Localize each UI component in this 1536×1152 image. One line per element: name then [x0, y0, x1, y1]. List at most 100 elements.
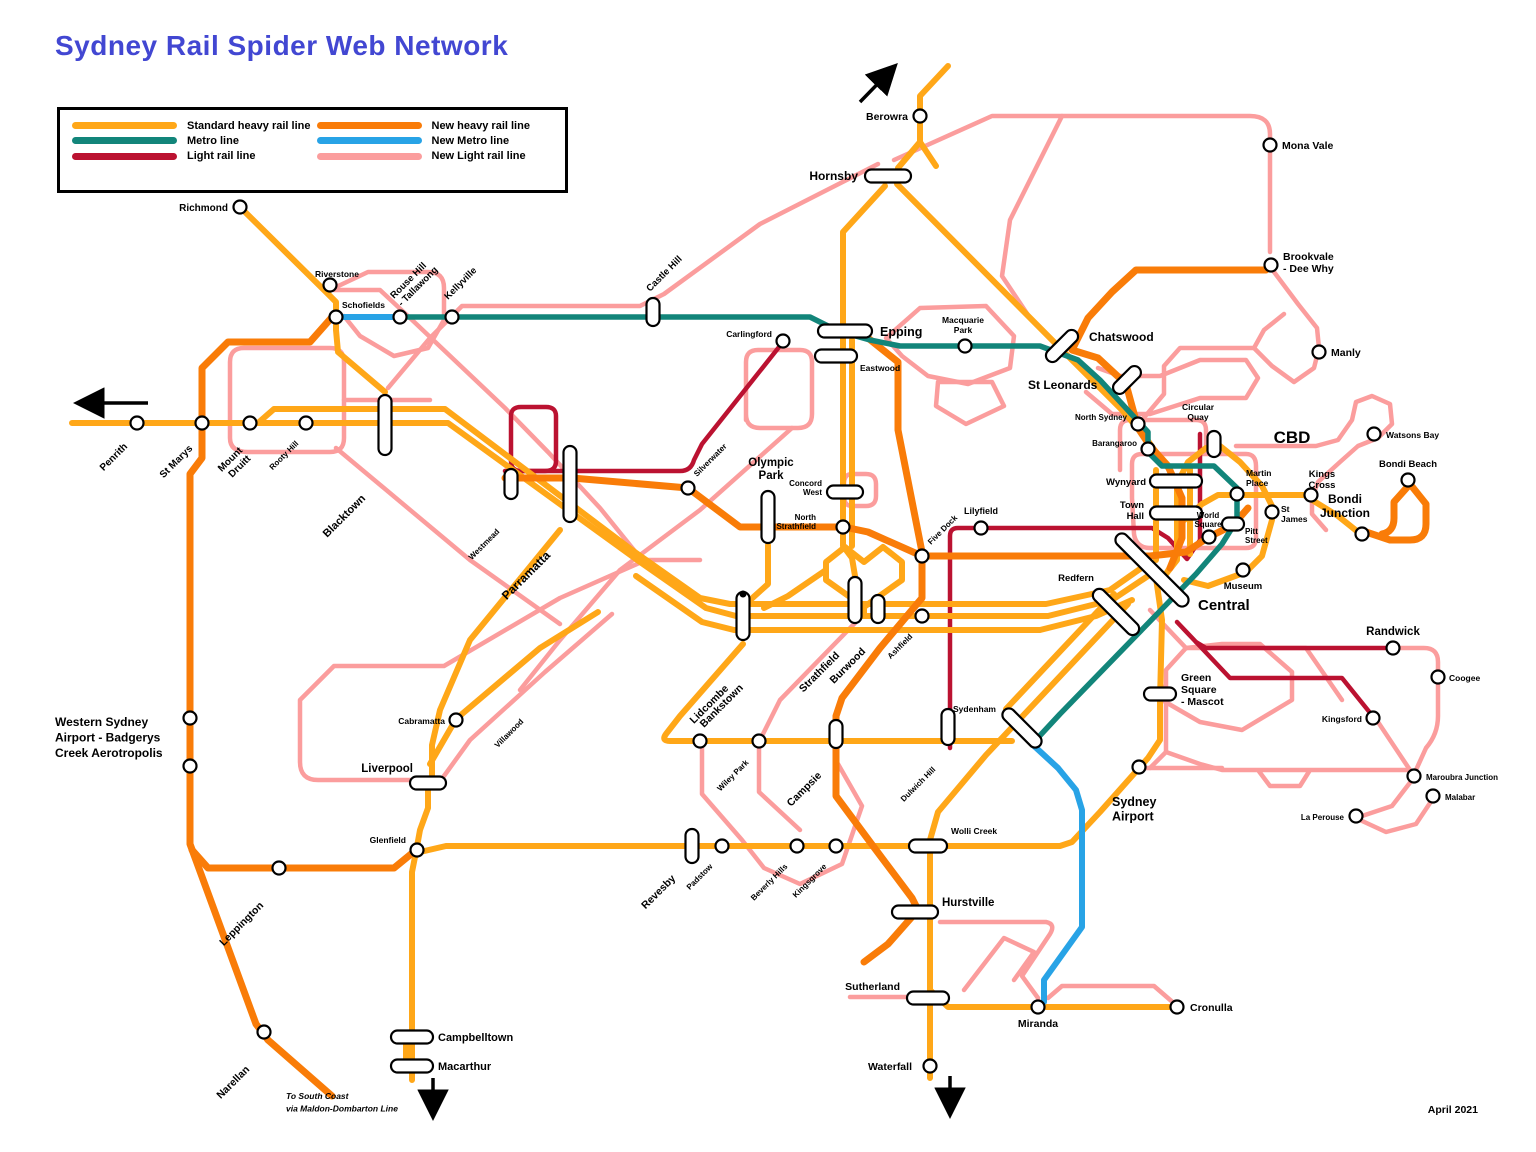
station-berowra: [912, 108, 928, 124]
station-bondi-beach: [1400, 472, 1416, 488]
station-kingsgrove: [828, 838, 844, 854]
station-central: [1114, 532, 1190, 608]
station-label-narellan: Narellan: [214, 1064, 252, 1102]
station-burwood: [870, 593, 886, 625]
station-narellan: [256, 1024, 272, 1040]
station-concord-west: [825, 484, 865, 500]
line-pink-blacktown-loop: [227, 345, 347, 455]
station-label-brookvale-dee-why: Brookvale- Dee Why: [1283, 251, 1334, 275]
station-mona-vale: [1262, 137, 1278, 153]
line-pink-cronulla-loop: [1045, 983, 1179, 1008]
line-newheavy-epping-branch: [864, 334, 926, 556]
station-label-cabramatta: Cabramatta: [398, 716, 445, 726]
station-label-mona-vale: Mona Vale: [1282, 140, 1334, 152]
station-world-square: [1201, 529, 1217, 545]
station-label-silverwater: Silverwater: [692, 442, 729, 479]
station-watsons-bay: [1366, 426, 1382, 442]
station-wsa-airport-2: [182, 758, 198, 774]
station-castle-hill: [645, 296, 661, 328]
line-newmetro-south: [1029, 741, 1085, 1005]
station-glenfield: [409, 842, 425, 858]
station-label-beverly-hills: Beverly Hills: [749, 862, 790, 903]
station-campsie: [828, 718, 844, 750]
station-label-epping: Epping: [880, 325, 922, 339]
line-amber-olympic-heart: [823, 544, 905, 610]
metro-line-swatch: [72, 137, 177, 145]
station-parramatta: [562, 444, 578, 524]
station-manly: [1311, 344, 1327, 360]
station-sydenham: [1001, 707, 1043, 749]
station-waterfall: [922, 1058, 938, 1074]
light-rail-swatch: [72, 152, 177, 160]
station-label-eastwood: Eastwood: [860, 363, 900, 373]
line-pink-macquarie-loop: [883, 303, 1017, 387]
station-epping: [816, 323, 874, 339]
line-pink-carlingford-loop: [743, 347, 815, 431]
line-pink-kingsford-maroubra: [1375, 719, 1413, 773]
line-pink-manly-tail: [1139, 345, 1257, 423]
station-label-macarthur: Macarthur: [438, 1061, 492, 1073]
station-label-randwick: Randwick: [1366, 626, 1420, 638]
line-newheavy-leppington: [188, 846, 420, 872]
station-padstow: [714, 838, 730, 854]
station-carlingford: [775, 333, 791, 349]
station-label-castle-hill: Castle Hill: [644, 254, 684, 294]
station-chatswood: [1044, 328, 1080, 364]
station-macquarie-park: [957, 338, 973, 354]
line-pink-villawood: [441, 611, 615, 779]
station-st-james: [1264, 504, 1280, 520]
station-label-coogee: Coogee: [1449, 673, 1480, 683]
new-heavy-swatch: [316, 122, 422, 130]
line-pink-manly-loop: [1251, 265, 1322, 385]
station-museum: [1235, 562, 1251, 578]
line-amber-liverpool-south: [409, 787, 431, 1083]
line-amber-west-local: [255, 406, 1153, 607]
station-cabramatta: [448, 712, 464, 728]
station-green-square-mascot: [1142, 686, 1178, 702]
line-light-kingsford: [1193, 639, 1374, 717]
station-label-kellyville: Kellyville: [442, 265, 479, 302]
station-label-riverstone: Riverstone: [315, 269, 359, 279]
station-martin-place: [1229, 486, 1245, 502]
station-eastwood: [813, 348, 859, 364]
station-label-redfern: Redfern: [1058, 573, 1094, 584]
station-lilyfield: [973, 520, 989, 536]
station-label-bondi-beach: Bondi Beach: [1379, 459, 1437, 470]
line-pink-blacktown-tail: [333, 397, 563, 627]
station-label-barangaroo: Barangaroo: [1092, 439, 1137, 448]
station-label-revesby: Revesby: [639, 873, 678, 912]
station-label-villawood: Villawood: [493, 717, 526, 750]
station-label-dulwich-hill: Dulwich Hill: [899, 765, 937, 803]
station-north-strathfield: [835, 519, 851, 535]
station-sutherland: [905, 990, 951, 1006]
station-schofields: [328, 309, 344, 325]
station-brookvale-dee-why: [1263, 257, 1279, 273]
station-sydney-airport: [1131, 759, 1147, 775]
station-st-marys: [194, 415, 210, 431]
station-label-maroubra-junction: Maroubra Junction: [1426, 773, 1498, 782]
station-label-campsie: Campsie: [785, 770, 825, 810]
station-label-carlingford: Carlingford: [726, 329, 772, 339]
station-maroubra-junction: [1406, 768, 1422, 784]
standard-line-swatch: [72, 122, 177, 130]
line-pink-riverstone-diag: [331, 287, 645, 563]
station-rooty-hill: [298, 415, 314, 431]
station-beverly-hills: [789, 838, 805, 854]
station-westmead: [503, 467, 519, 501]
station-revesby: [684, 827, 700, 865]
station-bankstown: [692, 733, 708, 749]
station-olympic-park: [760, 489, 776, 545]
station-ashfield: [914, 608, 930, 624]
line-pink-hurstville-miranda: [937, 919, 1055, 1001]
map-title: Sydney Rail Spider Web Network: [55, 30, 509, 61]
line-amber-cabramatta: [427, 609, 601, 767]
station-pitt-street: [1220, 516, 1246, 532]
